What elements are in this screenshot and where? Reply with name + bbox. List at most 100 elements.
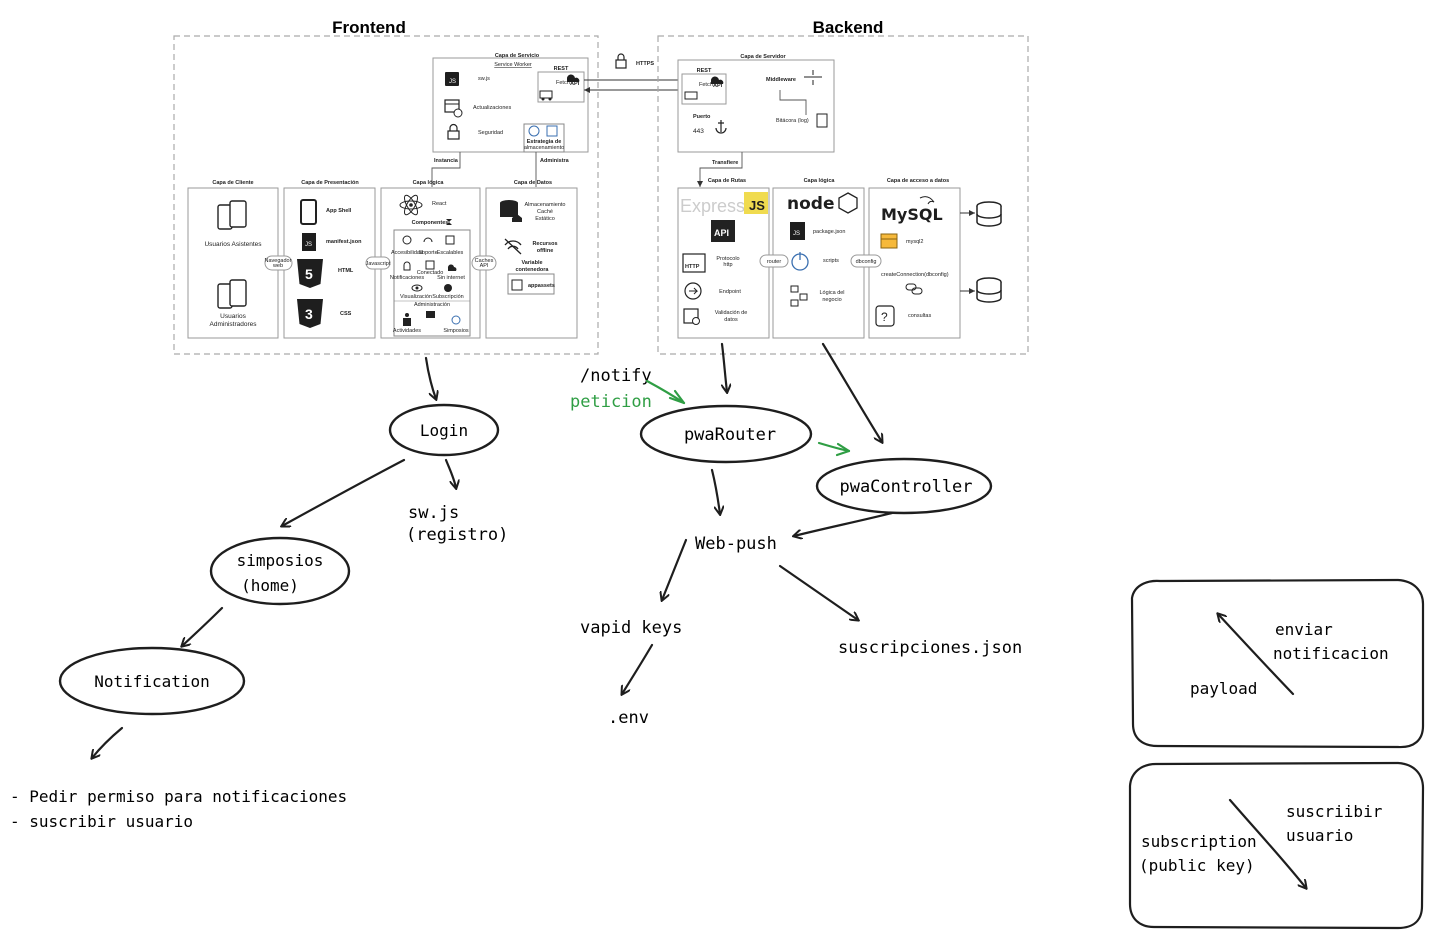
database-home-icon <box>500 200 522 222</box>
svg-text:JS: JS <box>305 242 312 248</box>
fetch-label: Fetch <box>556 80 570 86</box>
enviar-label-1: enviar <box>1275 620 1333 639</box>
svg-text:dbconfig: dbconfig <box>856 259 877 265</box>
presentation-layer-title: Capa de Presentación <box>301 180 359 186</box>
arrow-webpush-subs <box>778 564 858 620</box>
package-box-icon <box>880 233 898 249</box>
css-label: CSS <box>340 311 352 317</box>
dolphin-icon <box>919 196 935 205</box>
svg-text:Navegador: Navegador <box>265 258 292 264</box>
http-label: HTTP <box>685 264 700 270</box>
login-node[interactable] <box>388 403 500 457</box>
flowchart-icon <box>790 285 808 307</box>
endpoint-label: Endpoint <box>719 289 741 295</box>
frontend-container <box>173 35 599 355</box>
pwacontroller-node[interactable] <box>815 457 993 515</box>
vapid-label: vapid keys <box>580 618 682 638</box>
svg-text:?: ? <box>881 310 888 324</box>
storage-label-1: Almacenamiento <box>525 202 566 208</box>
offline-label-1: Recursos <box>532 241 557 247</box>
storage-strategy-icon <box>523 123 565 153</box>
log-file-icon <box>816 113 828 128</box>
server-cloud-api-icon <box>710 76 724 84</box>
bullet-subscribe: - suscribir usuario <box>10 812 193 831</box>
power-icon <box>791 252 809 271</box>
subscription-label-2: (public key) <box>1139 856 1255 875</box>
svg-text:API: API <box>480 263 489 269</box>
hourglass-icon <box>446 219 452 225</box>
port-label: Puerto <box>693 114 711 120</box>
svg-text:JS: JS <box>793 231 800 237</box>
updates-label: Actualizaciones <box>473 105 511 111</box>
queries-label: consultas <box>908 313 931 319</box>
enviar-label-2: notificacion <box>1273 644 1389 663</box>
legend-send-notification: enviar notificacion payload <box>1130 578 1425 749</box>
component-offline: Sin internet <box>437 275 465 281</box>
storage-strategy-label-2: almacenamiento <box>524 145 564 151</box>
components-label: Componentes <box>412 220 449 226</box>
server-fetch-label: Fetch <box>699 82 713 88</box>
component-simposios: Simposios <box>443 328 469 334</box>
pwarouter-node[interactable] <box>639 404 813 464</box>
fetch-dog-icon <box>539 90 553 101</box>
env-label: .env <box>608 708 649 728</box>
arrow-login-swjs <box>444 458 456 488</box>
http-icon <box>682 253 706 273</box>
json-file-icon: JS <box>302 233 316 251</box>
https-link: HTTPS <box>584 53 684 93</box>
simposios-icon <box>451 315 461 325</box>
pwacontroller-label: pwaController <box>839 477 972 497</box>
users-admin-label-1: Usuarios <box>220 313 246 320</box>
html-label: HTML <box>338 268 354 274</box>
component-activities: Actividades <box>393 328 421 334</box>
transfer-label: Transfiere <box>712 160 738 166</box>
svg-text:JS: JS <box>449 79 456 85</box>
subscription-label-1: subscription <box>1141 832 1257 851</box>
login-label: Login <box>420 421 468 440</box>
component-support: Soporte <box>418 250 437 256</box>
create-connection-label: createConnection(dbconfig) <box>881 272 949 278</box>
routes-layer-title: Capa de Rutas <box>708 178 746 184</box>
lock-icon <box>447 123 460 140</box>
simposios-node[interactable] <box>209 536 351 606</box>
arrow-vapid-env <box>622 643 654 694</box>
data-layer-title: Capa de Datos <box>514 180 552 186</box>
calendar-refresh-icon <box>444 99 463 118</box>
backend-routes-layer: Capa de Rutas Express JS API HTTP Protoc… <box>677 178 770 339</box>
component-accessibility: Accesibilidad <box>391 250 423 256</box>
express-logo: Express <box>680 196 745 216</box>
port-number: 443 <box>693 128 704 135</box>
arrow-login-simposios <box>282 458 406 526</box>
validation-label-1: Validación de <box>715 310 748 316</box>
cloud-api-icon <box>566 74 580 82</box>
arrow-routes-pwarouter <box>720 342 727 392</box>
server-layer-title: Capa de Servidor <box>740 54 786 60</box>
notification-node[interactable] <box>58 646 246 716</box>
link-icon <box>905 283 923 295</box>
swjs-label: sw.js <box>478 76 490 82</box>
business-label-1: Lógica del <box>819 290 844 296</box>
package-label: package.json <box>813 229 845 235</box>
node-hex-icon <box>838 192 858 214</box>
server-fetch-dog-icon <box>684 91 698 100</box>
notify-label: /notify <box>580 366 652 386</box>
frontend-title: Frontend <box>332 18 406 37</box>
svg-text:5: 5 <box>305 266 313 282</box>
data-access-title: Capa de acceso a datos <box>887 178 949 184</box>
svg-text:Javascript: Javascript <box>366 261 391 267</box>
storage-label-2: Caché <box>537 209 553 215</box>
question-icon: ? <box>875 305 895 327</box>
arrow-subscription <box>1228 798 1306 888</box>
pwarouter-label: pwaRouter <box>684 425 776 445</box>
mobile-icon <box>300 199 317 225</box>
component-scalable: Escalables <box>437 250 464 256</box>
service-worker-label: Service Worker <box>494 62 532 68</box>
activities-icon <box>403 313 411 326</box>
component-visualization: Visualización <box>400 294 432 300</box>
mysql-logo: MySQL <box>881 205 943 224</box>
svg-text:web: web <box>272 263 283 269</box>
frontend-data-layer: Capa de Datos Almacenamiento Caché Estát… <box>485 180 578 339</box>
server-api-label: API <box>713 83 723 89</box>
arrow-simposios-notification <box>182 606 224 646</box>
react-icon <box>399 194 423 216</box>
